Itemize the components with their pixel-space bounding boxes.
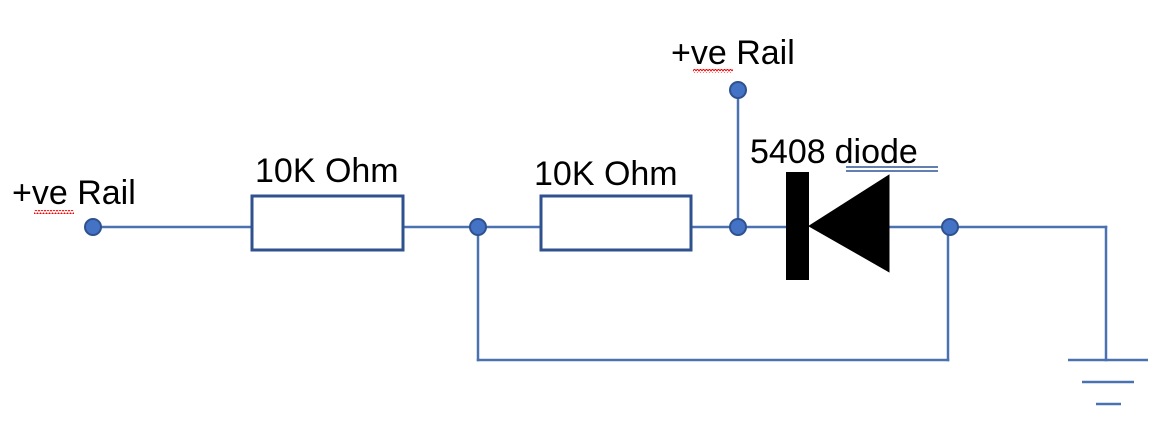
- ground-symbol: [1068, 358, 1148, 406]
- nodes: [84, 81, 959, 236]
- diode-part-number: 5408: [750, 133, 826, 171]
- node-junction-2: [729, 218, 747, 236]
- diode-triangle: [808, 174, 890, 273]
- resistor-2-label: 10K Ohm: [534, 155, 678, 193]
- diode-cathode-bar: [786, 172, 809, 280]
- diode-symbol: [786, 172, 890, 280]
- spell-underline-left: [34, 210, 74, 214]
- rail-label-top: +ve Rail: [671, 34, 795, 72]
- rail-label-left: +ve Rail: [12, 174, 136, 212]
- node-junction-1: [469, 218, 487, 236]
- node-junction-3: [941, 218, 959, 236]
- node-left-rail: [84, 218, 102, 236]
- resistor-2-symbol: [539, 194, 693, 252]
- wires: [91, 88, 1108, 362]
- resistor-1-label: 10K Ohm: [255, 152, 399, 190]
- resistor-1-symbol: [250, 194, 405, 252]
- diode-word: diode: [835, 133, 918, 171]
- spell-underline-top: [693, 69, 733, 73]
- node-top-rail: [729, 81, 747, 99]
